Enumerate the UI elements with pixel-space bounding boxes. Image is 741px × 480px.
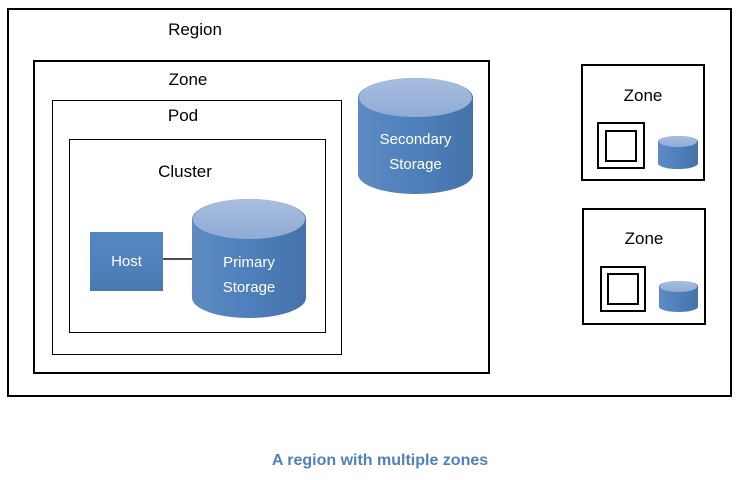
host-label: Host <box>111 253 142 270</box>
storage-cylinder-small-1 <box>658 136 698 169</box>
cylinder-top-ellipse <box>359 78 472 118</box>
primary-storage-cylinder: Primary Storage <box>192 199 306 318</box>
secondary-storage-cylinder: Secondary Storage <box>358 78 473 194</box>
cluster-icon-inner-square <box>607 273 639 305</box>
pod-icon-outer-square <box>597 122 645 169</box>
region-box <box>7 8 732 397</box>
zone-box-right-1 <box>581 64 705 181</box>
zone-label-main: Zone <box>168 70 208 89</box>
zone-label-right-1: Zone <box>623 86 663 105</box>
host-box: Host <box>90 232 163 291</box>
cluster-label: Cluster <box>158 162 212 181</box>
cylinder-top-ellipse <box>659 136 697 148</box>
zone-box-main <box>33 60 490 374</box>
secondary-storage-label: Secondary Storage <box>379 131 452 173</box>
primary-storage-label: Primary Storage <box>222 254 276 296</box>
zone-box-right-2 <box>582 208 706 325</box>
caption: A region with multiple zones <box>271 452 489 469</box>
pod-label: Pod <box>167 106 199 125</box>
cluster-box <box>69 139 326 333</box>
pod-box <box>52 100 342 355</box>
region-label: Region <box>168 20 222 39</box>
host-storage-connector-line <box>163 258 192 260</box>
pod-icon-outer-square <box>600 266 646 312</box>
zone-label-right-2: Zone <box>624 229 664 248</box>
cylinder-top-ellipse <box>193 199 305 240</box>
storage-cylinder-small-2 <box>659 281 698 312</box>
cluster-icon-inner-square <box>605 129 637 162</box>
cylinder-top-ellipse <box>660 281 697 292</box>
